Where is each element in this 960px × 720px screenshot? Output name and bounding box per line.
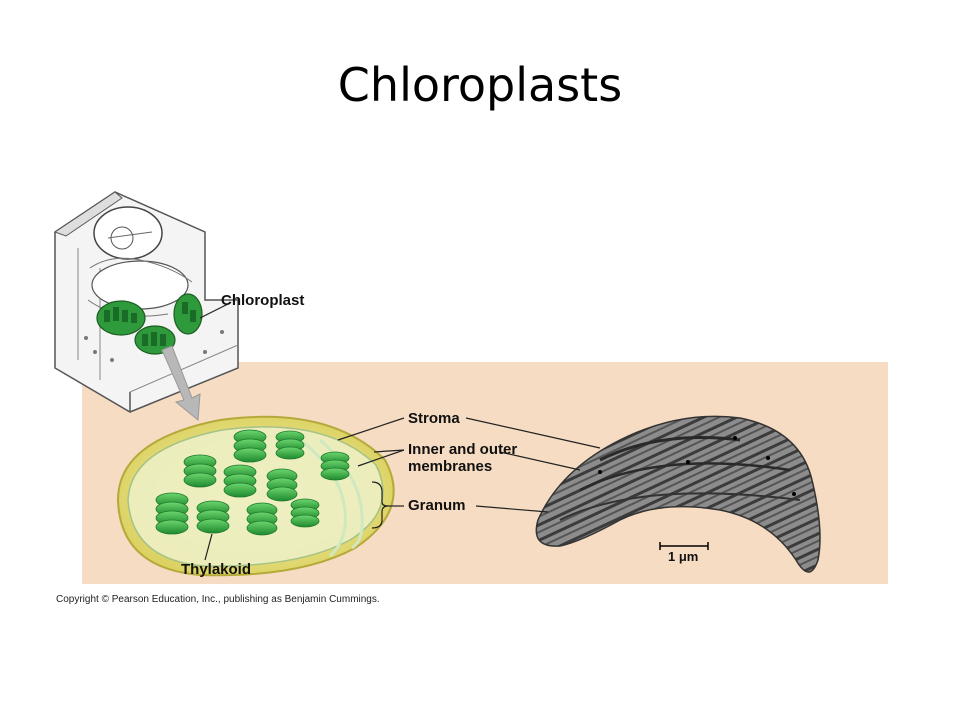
label-membranes-line2: membranes [408, 458, 493, 475]
label-granum: Granum [408, 497, 466, 514]
electron-micrograph [465, 415, 821, 573]
label-membranes-line1: Inner and outer [408, 441, 518, 458]
copyright-notice: Copyright © Pearson Education, Inc., pub… [56, 594, 380, 605]
label-stroma: Stroma [408, 410, 460, 427]
plant-cell-sketch [53, 191, 239, 421]
cell-chloroplast-1 [96, 300, 146, 336]
label-scale-bar: 1 μm [668, 549, 699, 564]
label-chloroplast: Chloroplast [221, 292, 305, 309]
slide-title: Chloroplasts [337, 58, 623, 112]
grana-stacks [155, 429, 350, 536]
chloroplast-3d-drawing [116, 415, 405, 577]
label-thylakoid: Thylakoid [181, 561, 252, 578]
